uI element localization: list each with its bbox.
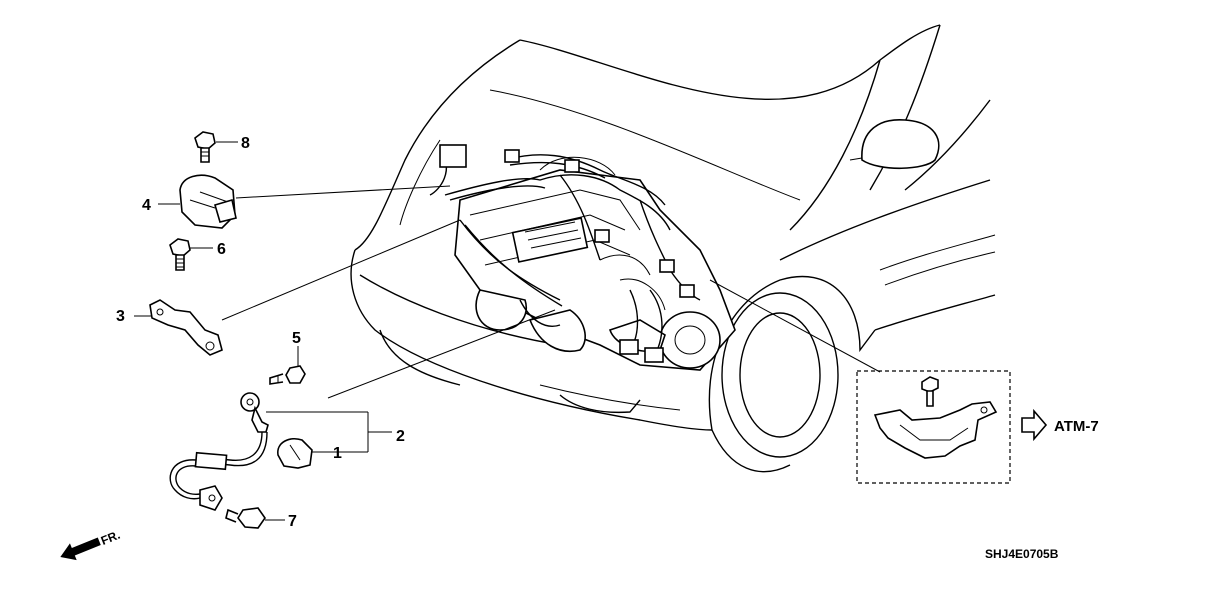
callout-7: 7 bbox=[288, 513, 297, 530]
front-direction-label: FR. bbox=[99, 528, 122, 548]
callout-2: 2 bbox=[396, 428, 405, 445]
bolt-5 bbox=[269, 365, 306, 385]
callout-8: 8 bbox=[241, 135, 250, 152]
engine-wire-harness bbox=[429, 144, 701, 363]
front-direction-indicator: FR. bbox=[60, 528, 122, 561]
bracket-3 bbox=[149, 299, 223, 356]
callout-1: 1 bbox=[333, 445, 342, 462]
harness-holder-4 bbox=[179, 174, 237, 229]
bolt-8 bbox=[194, 131, 216, 163]
reference-arrow-icon bbox=[1021, 408, 1048, 442]
callout-5: 5 bbox=[292, 330, 301, 347]
leader-lines bbox=[134, 141, 881, 521]
bolt-7 bbox=[225, 507, 266, 529]
callout-6: 6 bbox=[217, 241, 226, 258]
reference-box bbox=[856, 370, 1011, 484]
vehicle-body bbox=[350, 24, 996, 473]
callout-3: 3 bbox=[116, 308, 125, 325]
reference-label: ATM-7 bbox=[1054, 418, 1099, 435]
bolt-6 bbox=[169, 238, 191, 271]
callout-4: 4 bbox=[142, 197, 151, 214]
front-arrow-icon bbox=[60, 537, 101, 561]
engine-assembly bbox=[454, 156, 736, 371]
ground-cable-2 bbox=[169, 392, 269, 511]
diagram-code: SHJ4E0705B bbox=[985, 547, 1059, 561]
clip-1 bbox=[277, 438, 313, 469]
